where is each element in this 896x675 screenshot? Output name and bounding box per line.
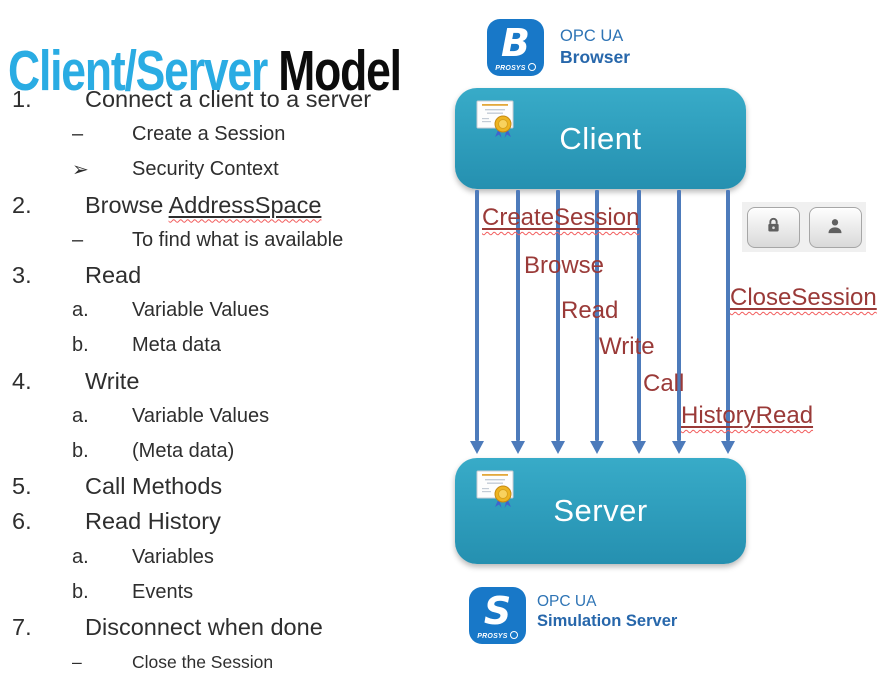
prosys-simulation-server-logo: S PROSYS — [469, 587, 526, 644]
browser-logo-line2: Browser — [560, 46, 631, 67]
browser-logo-text: OPC UA Browser — [560, 27, 630, 68]
sim-badge-letter: S — [483, 589, 512, 633]
prosys-browser-logo: B PROSYS — [487, 19, 544, 76]
certificate-icon — [475, 469, 519, 509]
security-toolbar — [742, 202, 866, 252]
client-box-label: Client — [559, 120, 642, 156]
list-item: b.(Meta data) — [72, 439, 235, 462]
sim-logo-line2: Simulation Server — [537, 611, 678, 630]
operation-label-call: Call — [643, 370, 685, 397]
operation-label-historyread: HistoryRead — [681, 402, 814, 429]
simulation-server-logo-text: OPC UA Simulation Server — [537, 593, 677, 631]
message-arrow — [589, 190, 604, 454]
message-arrow — [550, 190, 565, 454]
page-title-rest: Model — [267, 39, 402, 104]
lock-icon — [764, 216, 783, 238]
list-item: 4.Write — [12, 367, 140, 394]
client-box: Client — [455, 88, 746, 189]
server-box: Server — [455, 458, 746, 564]
page-title-highlight: Client/Server — [8, 39, 268, 104]
misspelled-word: AddressSpace — [168, 191, 322, 218]
operation-label-read: Read — [561, 297, 619, 324]
operation-label-write: Write — [599, 333, 655, 360]
page-title: Client/Server Model — [8, 38, 402, 104]
certificate-icon — [475, 99, 519, 139]
list-item: 5.Call Methods — [12, 473, 223, 500]
browser-badge-letter: B — [501, 21, 530, 65]
list-item: a.Variables — [72, 545, 214, 568]
server-box-label: Server — [553, 493, 648, 528]
operation-label-closesession: CloseSession — [730, 284, 877, 311]
list-item: 2.Browse AddressSpace — [12, 191, 322, 218]
list-item: a.Variable Values — [72, 299, 270, 322]
message-arrow — [631, 190, 646, 454]
list-item: b.Meta data — [72, 334, 221, 357]
message-arrow — [510, 190, 525, 454]
list-item: 3.Read — [12, 262, 142, 289]
message-arrow — [671, 190, 686, 454]
sim-logo-line1: OPC UA — [537, 593, 597, 610]
user-icon — [825, 216, 845, 239]
message-arrow — [469, 190, 484, 454]
list-item: b.Events — [72, 580, 194, 603]
prosys-brand-label: PROSYS — [469, 631, 526, 640]
operation-label-browse: Browse — [524, 252, 605, 279]
list-item: a.Variable Values — [72, 404, 270, 427]
list-item: 7.Disconnect when done — [12, 613, 323, 640]
globe-icon — [527, 63, 536, 71]
browser-logo-line1: OPC UA — [560, 27, 624, 45]
list-item: 6.Read History — [12, 508, 221, 535]
steps-list: 1.Connect a client to a server –Create a… — [0, 82, 452, 675]
list-item: –To find what is available — [72, 228, 344, 251]
list-item: ➢Security Context — [72, 158, 279, 182]
prosys-brand-label: PROSYS — [487, 63, 544, 72]
message-arrow — [720, 190, 735, 454]
list-item: –Create a Session — [72, 123, 286, 146]
lock-button[interactable] — [746, 206, 800, 248]
operation-label-createsession: CreateSession — [482, 204, 640, 231]
user-button[interactable] — [808, 206, 862, 248]
list-item: –Close the Session — [72, 652, 274, 673]
list-item: 1.Connect a client to a server — [12, 86, 372, 113]
globe-icon — [509, 631, 518, 639]
